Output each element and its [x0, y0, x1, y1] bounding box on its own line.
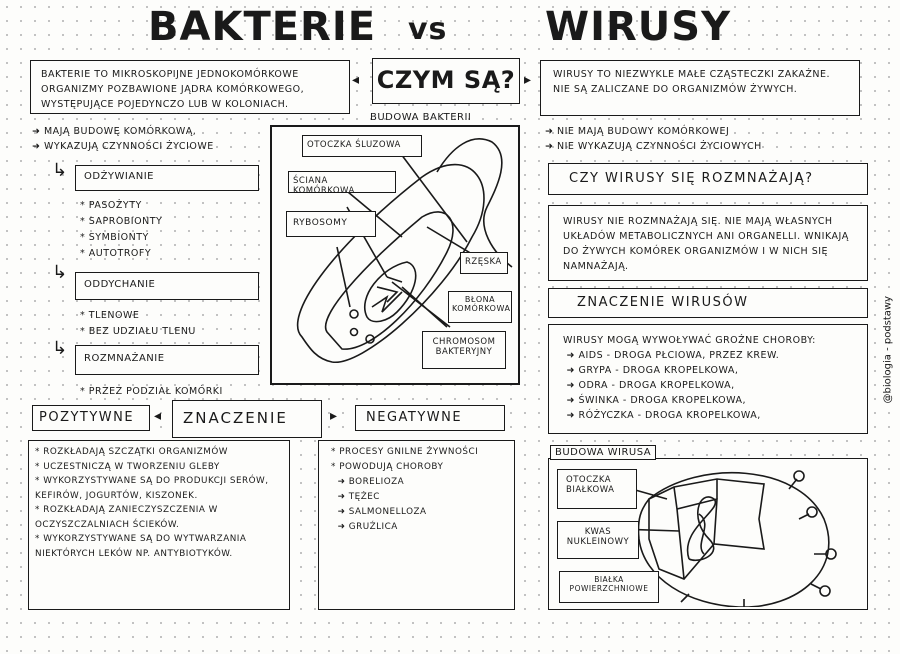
flagellum: [436, 138, 513, 268]
list-item: * Procesy gnilne żywności: [331, 447, 479, 457]
bacteria-structure-title: Budowa bakterii: [370, 112, 472, 123]
list-item: * Tlenowe: [80, 310, 140, 321]
disease-item: ➜ Odra - droga kropelkowa,: [563, 380, 735, 391]
disease-item: ➜ Grypa - droga kropelkowa,: [563, 365, 739, 376]
virus-importance-heading: Znaczenie wirusów: [548, 288, 868, 318]
title-viruses: WIRUSY: [545, 4, 732, 50]
list-item: * Pasożyty: [80, 200, 142, 211]
bacteria-definition: Bakterie to mikroskopijne jednokomórkowe…: [30, 60, 350, 114]
virus-features: ➜ Nie mają budowy komórkowej ➜ Nie wykaz…: [545, 124, 762, 154]
list-item: * Wykorzystywane są do produkcji serów, …: [35, 476, 269, 501]
feature-item: ➜ Nie mają budowy komórkowej: [545, 126, 730, 137]
nucleic-acid: [686, 496, 717, 561]
disease-item: ➜ Borelioza: [331, 477, 405, 487]
surface-protein: [793, 470, 805, 482]
center-question: CZYM SĄ?: [372, 58, 520, 104]
importance-heading: Znaczenie: [172, 400, 322, 438]
disease-item: ➜ Tężec: [331, 492, 380, 502]
surface-protein: [825, 548, 837, 560]
list-item: * Saprobionty: [80, 216, 163, 227]
bacteria-features: ➜ Mają budowę komórkową, ➜ Wykazują czyn…: [32, 124, 214, 154]
turn-arrow-icon: ↳: [52, 160, 68, 181]
virus-outer-shell: [637, 472, 830, 607]
label-flagellum: Rzęska: [460, 252, 508, 274]
virus-inner-shell: [648, 478, 765, 580]
feature-item: ➜ Nie wykazują czynności życiowych: [545, 141, 762, 152]
label-ribosomes: Rybosomy: [286, 211, 376, 237]
disease-item: ➜ Różyczka - droga kropelkowa,: [563, 410, 761, 421]
arrow-right-icon: ▸: [330, 408, 338, 424]
virus-illustration: [613, 470, 837, 607]
label-chromosome: Chromosom bakteryjny: [422, 331, 506, 369]
chromosome: [364, 261, 417, 323]
label-protein-capsid: Otoczka białkowa: [557, 469, 637, 509]
bacterium-illustration: [296, 138, 513, 363]
positive-list: * Rozkładają szczątki organizmów * Uczes…: [28, 440, 290, 610]
negative-list: * Procesy gnilne żywności * Powodują cho…: [318, 440, 515, 610]
label-nucleic-acid: Kwas nukleinowy: [557, 521, 639, 559]
positive-heading: Pozytywne: [32, 405, 150, 431]
ribosome: [365, 334, 375, 344]
list-item: * Wykorzystywane są do wytwarzania niekt…: [35, 534, 247, 559]
arrow-left-icon: ◂: [154, 408, 162, 424]
arrow-left-icon: ◂: [352, 72, 360, 88]
respiration-list: * Tlenowe * Bez udziału tlenu: [80, 308, 196, 340]
turn-arrow-icon: ↳: [52, 262, 68, 283]
list-item: * Symbionty: [80, 232, 149, 243]
disease-item: ➜ AIDS - droga płciowa, przez krew.: [563, 350, 780, 361]
label-surface-proteins: Białka powierzchniowe: [559, 571, 659, 603]
title-bacteria: BAKTERIE: [148, 4, 377, 50]
label-cell-membrane: Błona komórkowa: [448, 291, 512, 323]
nutrition-list: * Pasożyty * Saprobionty * Symbionty * A…: [80, 198, 162, 262]
reproduction-list: * Przez podział komórki: [80, 384, 223, 400]
section-heading-nutrition: Odżywianie: [75, 165, 259, 191]
negative-heading: Negatywne: [355, 405, 505, 431]
label-cell-wall: Ściana komórkowa: [288, 171, 396, 196]
virus-importance-content: Wirusy mogą wywoływać groźne choroby: ➜ …: [548, 324, 868, 434]
disease-item: ➜ Świnka - droga kropelkowa,: [563, 395, 747, 406]
list-item: * Uczestniczą w tworzeniu gleby: [35, 461, 220, 472]
disease-item: ➜ Gruźlica: [331, 522, 398, 532]
feature-item: ➜ Wykazują czynności życiowe: [32, 141, 214, 152]
title-vs: vs: [408, 12, 448, 47]
virus-importance-intro: Wirusy mogą wywoływać groźne choroby:: [563, 335, 816, 346]
list-item: * Rozkładają zanieczyszczenia w oczyszcz…: [35, 505, 218, 530]
list-item: * Powodują choroby: [331, 462, 444, 472]
reproduction-question: Czy wirusy się rozmnażają?: [548, 163, 868, 195]
list-item: * Przez podział komórki: [80, 386, 223, 397]
surface-protein: [806, 506, 818, 518]
turn-arrow-icon: ↳: [52, 338, 68, 359]
ribosome: [349, 327, 359, 337]
ribosome: [349, 309, 359, 319]
virus-diagram: Otoczka białkowa Kwas nukleinowy Białka …: [548, 458, 868, 610]
feature-item: ➜ Mają budowę komórkową,: [32, 126, 197, 137]
list-item: * Bez udziału tlenu: [80, 326, 196, 337]
bacterium-capsule: [296, 163, 485, 363]
disease-item: ➜ Salmonelloza: [331, 507, 427, 517]
surface-protein: [819, 585, 831, 597]
list-item: * Autotrofy: [80, 248, 152, 259]
arrow-right-icon: ▸: [524, 72, 532, 88]
section-heading-reproduction: Rozmnażanie: [75, 345, 259, 375]
label-slime-layer: Otoczka śluzowa: [302, 135, 422, 157]
bacteria-diagram: Otoczka śluzowa Ściana komórkowa Rybosom…: [270, 125, 520, 385]
watermark: @biologia - podstawy: [882, 295, 894, 404]
virus-structure-title: Budowa wirusa: [550, 445, 657, 460]
reproduction-answer: Wirusy nie rozmnażają się. Nie mają włas…: [548, 205, 868, 281]
section-heading-respiration: Oddychanie: [75, 272, 259, 300]
virus-definition: Wirusy to niezwykle małe cząsteczki zaka…: [540, 60, 860, 116]
list-item: * Rozkładają szczątki organizmów: [35, 447, 228, 457]
